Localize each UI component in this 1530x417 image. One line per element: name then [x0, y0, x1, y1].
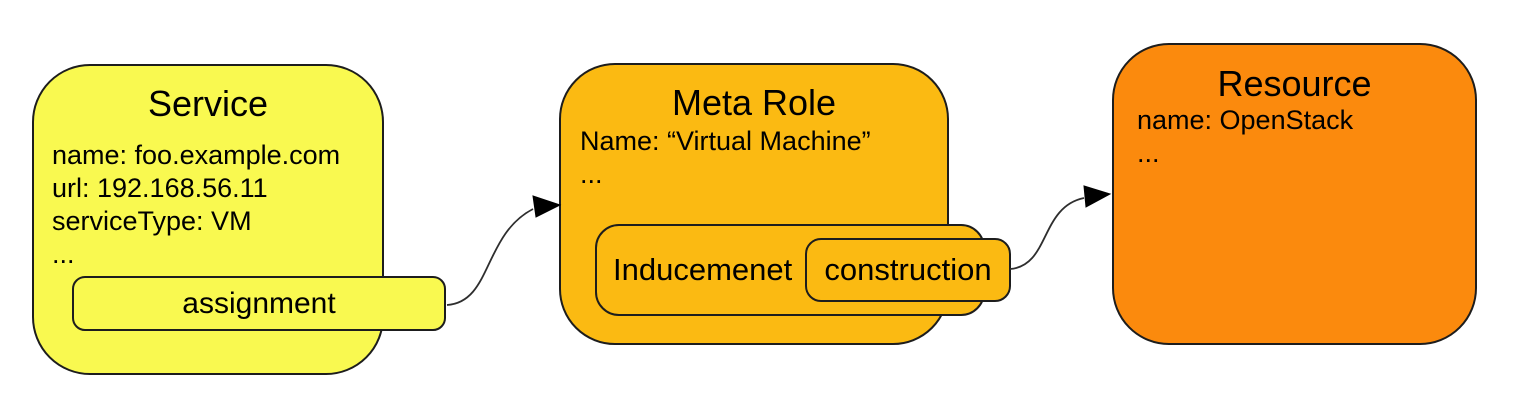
- attribute-line: ...: [52, 239, 75, 269]
- arrowhead-icon: [532, 195, 562, 218]
- resource-node-attributes: name: OpenStack ...: [1137, 104, 1475, 170]
- resource-node-title: Resource: [1217, 63, 1372, 104]
- arrow-construction-to-resource: [1009, 185, 1112, 270]
- service-node-attributes: name: foo.example.com url: 192.168.56.11…: [52, 139, 382, 271]
- resource-node: Resource name: OpenStack ...: [1112, 43, 1477, 345]
- attribute-line: url: 192.168.56.11: [52, 173, 268, 203]
- attribute-line: ...: [580, 159, 603, 189]
- connector-curve: [446, 208, 534, 306]
- connector-curve: [1009, 197, 1085, 270]
- meta-role-node-title: Meta Role: [671, 82, 837, 123]
- attribute-line: ...: [1137, 138, 1160, 168]
- attribute-line: serviceType: VM: [52, 206, 252, 236]
- assignment-label-box: assignment: [72, 276, 446, 331]
- arrowhead-icon: [1083, 185, 1112, 208]
- attribute-line: name: foo.example.com: [52, 140, 341, 170]
- meta-role-node-attributes: Name: “Virtual Machine” ...: [580, 125, 947, 191]
- attribute-line: name: OpenStack: [1137, 105, 1354, 135]
- service-node-title: Service: [147, 83, 269, 124]
- attribute-line: Name: “Virtual Machine”: [580, 126, 871, 156]
- construction-label-box: construction: [805, 238, 1011, 302]
- arrow-assignment-to-meta-role: [446, 195, 562, 306]
